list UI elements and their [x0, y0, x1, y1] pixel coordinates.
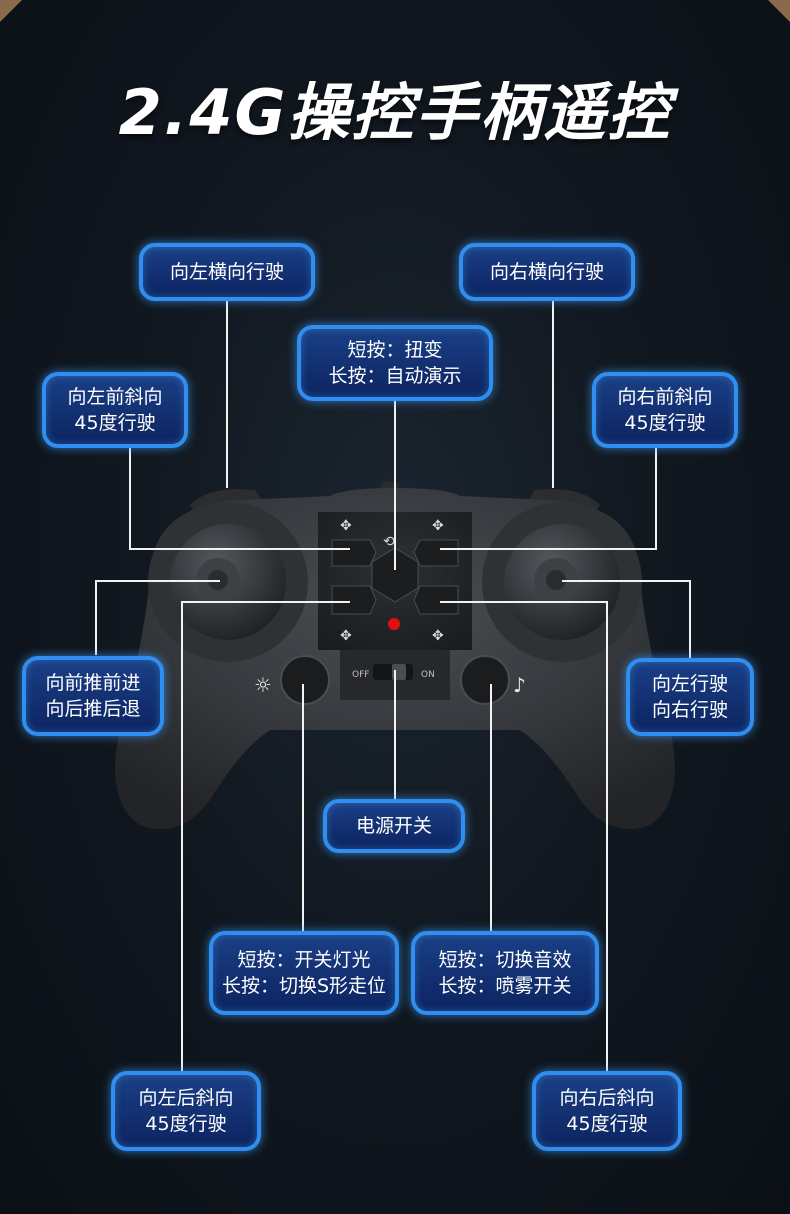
label-right-rear-line1: 向右后斜向: [559, 1087, 655, 1109]
car-icon: ✥: [340, 518, 352, 534]
label-left-stick: 向前推前进 向后推后退: [22, 656, 164, 736]
label-left-rear-line1: 向左后斜向: [138, 1087, 234, 1109]
label-light-line2: 长按：切换S形走位: [221, 975, 387, 997]
status-led: [388, 618, 400, 630]
label-sound: 短按：切换音效 长按：喷雾开关: [411, 931, 599, 1015]
label-left-front-diagonal: 向左前斜向 45度行驶: [42, 372, 188, 448]
switch-off-text: OFF: [352, 670, 369, 680]
corner-decoration-right: [768, 0, 790, 22]
label-left-front-line1: 向左前斜向: [67, 386, 163, 408]
button-front-right: [413, 539, 459, 567]
motion-icon: ⟲: [383, 534, 395, 550]
label-transform-line2: 长按：自动演示: [328, 365, 462, 387]
label-light: 短按：开关灯光 长按：切换S形走位: [209, 931, 399, 1015]
music-icon: ♪: [513, 673, 526, 697]
button-front-left: [331, 539, 377, 567]
label-right-lateral: 向右横向行驶: [459, 243, 635, 301]
label-right-rear-diagonal: 向右后斜向 45度行驶: [532, 1071, 682, 1151]
transform-button: [371, 547, 419, 603]
label-left-lateral-text: 向左横向行驶: [169, 261, 284, 283]
light-button: [280, 655, 330, 705]
label-power: 电源开关: [323, 799, 465, 853]
switch-on-text: ON: [421, 670, 435, 680]
label-left-front-line2: 45度行驶: [74, 412, 156, 434]
sound-button: [460, 655, 510, 705]
button-rear-right: [413, 585, 459, 615]
svg-text:✥: ✥: [432, 628, 444, 644]
label-sound-line2: 长按：喷雾开关: [438, 975, 572, 997]
label-right-rear-line2: 45度行驶: [566, 1113, 648, 1135]
page-title: 2.4G操控手柄遥控: [118, 76, 672, 149]
label-power-text: 电源开关: [355, 815, 432, 837]
label-transform: 短按：扭变 长按：自动演示: [297, 325, 493, 401]
label-right-front-diagonal: 向右前斜向 45度行驶: [592, 372, 738, 448]
label-left-rear-line2: 45度行驶: [145, 1113, 227, 1135]
label-light-line1: 短按：开关灯光: [237, 949, 371, 971]
label-right-stick-line1: 向左行驶: [651, 673, 728, 695]
label-left-stick-line2: 向后推后退: [45, 698, 141, 720]
label-left-stick-line1: 向前推前进: [45, 672, 141, 694]
label-left-rear-diagonal: 向左后斜向 45度行驶: [111, 1071, 261, 1151]
label-right-lateral-text: 向右横向行驶: [489, 261, 604, 283]
label-right-stick-line2: 向右行驶: [651, 699, 728, 721]
label-sound-line1: 短按：切换音效: [438, 949, 572, 971]
label-right-front-line1: 向右前斜向: [617, 386, 713, 408]
label-right-front-line2: 45度行驶: [624, 412, 706, 434]
label-transform-line1: 短按：扭变: [347, 339, 443, 361]
label-right-stick: 向左行驶 向右行驶: [626, 658, 754, 736]
svg-text:✥: ✥: [340, 628, 352, 644]
corner-decoration-left: [0, 0, 22, 22]
label-left-lateral: 向左横向行驶: [139, 243, 315, 301]
bulb-icon: ☼: [254, 673, 272, 697]
svg-text:✥: ✥: [432, 518, 444, 534]
button-rear-left: [331, 585, 377, 615]
